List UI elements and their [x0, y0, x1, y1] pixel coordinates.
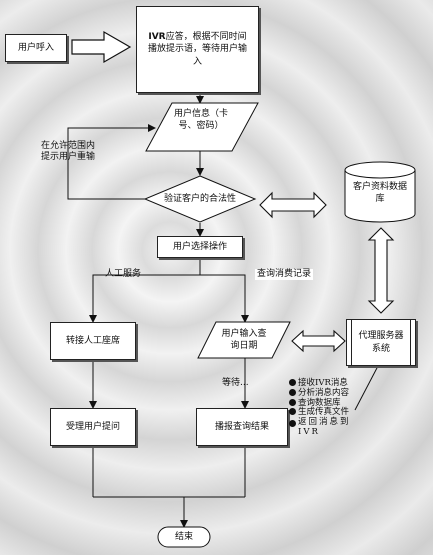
waiting-label: 等待...	[222, 378, 249, 388]
ivr-prefix: IVR	[148, 32, 166, 43]
customer-db-cylinder	[344, 170, 416, 223]
bullet-icon	[289, 420, 296, 428]
customer-db-label: 客户资料数据库	[352, 182, 407, 205]
proxy-box: 代理服务器系统	[346, 319, 416, 366]
bullet-icon	[289, 379, 296, 386]
proxy-label: 代理服务器系统	[358, 331, 404, 354]
proxy-right-bar	[410, 319, 411, 366]
caller-box: 用户呼入	[5, 34, 67, 62]
play-result-label: 播报查询结果	[214, 421, 269, 432]
bullet-icon	[289, 388, 296, 396]
ivr-text: 应答，根据不同时间播放提示语，等待用户输入	[147, 32, 247, 67]
proxy-task-item: 分析消息内容	[289, 388, 369, 399]
transfer-box: 转接人工座席	[50, 322, 136, 360]
end-terminator-shape	[157, 526, 211, 548]
bullet-icon	[289, 398, 296, 406]
arrow-to-query	[200, 274, 249, 323]
line-proxy-to-notes	[354, 365, 379, 411]
user-info-shape	[145, 102, 259, 152]
proxy-task-item: 生成传真文件	[289, 407, 369, 418]
validate-label: 验证客户的合法性	[163, 194, 236, 204]
double-arrow-validate-db	[259, 191, 327, 219]
user-info-label: 用户信息（卡号、密码）	[173, 109, 228, 132]
input-date-shape	[197, 321, 291, 359]
double-arrow-db-proxy	[367, 227, 395, 314]
proxy-task-item: 查询数据库	[289, 398, 369, 409]
validate-diamond	[143, 175, 257, 223]
double-arrow-input-proxy	[291, 329, 346, 353]
end-label: 结束	[174, 532, 193, 542]
play-result-box: 播报查询结果	[196, 408, 288, 446]
caller-label: 用户呼入	[17, 42, 54, 53]
ivr-box: IVR应答，根据不同时间播放提示语，等待用户输入	[136, 6, 259, 93]
accept-box: 受理用户提问	[50, 408, 136, 446]
bullet-icon	[289, 408, 296, 416]
branch-query-label: 查询消费记录	[255, 269, 314, 280]
block-arrow-call	[71, 30, 132, 64]
choose-box: 用户选择操作	[157, 236, 243, 258]
proxy-task-item: 返回消息到IVR	[289, 417, 369, 438]
proxy-task-list: 接收IVR消息 分析消息内容 查询数据库 生成传真文件 返回消息到IVR	[289, 378, 369, 438]
transfer-label: 转接人工座席	[65, 335, 120, 346]
arrow-to-manual	[89, 274, 200, 323]
branch-manual-label: 人工服务	[105, 269, 142, 279]
retry-note: 在允许范围内提示用户重输	[40, 141, 95, 162]
accept-label: 受理用户提问	[65, 421, 120, 432]
choose-label: 用户选择操作	[172, 241, 227, 252]
proxy-task-item: 接收IVR消息	[289, 378, 369, 389]
input-date-label: 用户输入查询日期	[221, 329, 267, 352]
proxy-left-bar	[351, 319, 352, 366]
arrow-retry-loop	[67, 124, 156, 200]
customer-db-top	[344, 161, 416, 179]
